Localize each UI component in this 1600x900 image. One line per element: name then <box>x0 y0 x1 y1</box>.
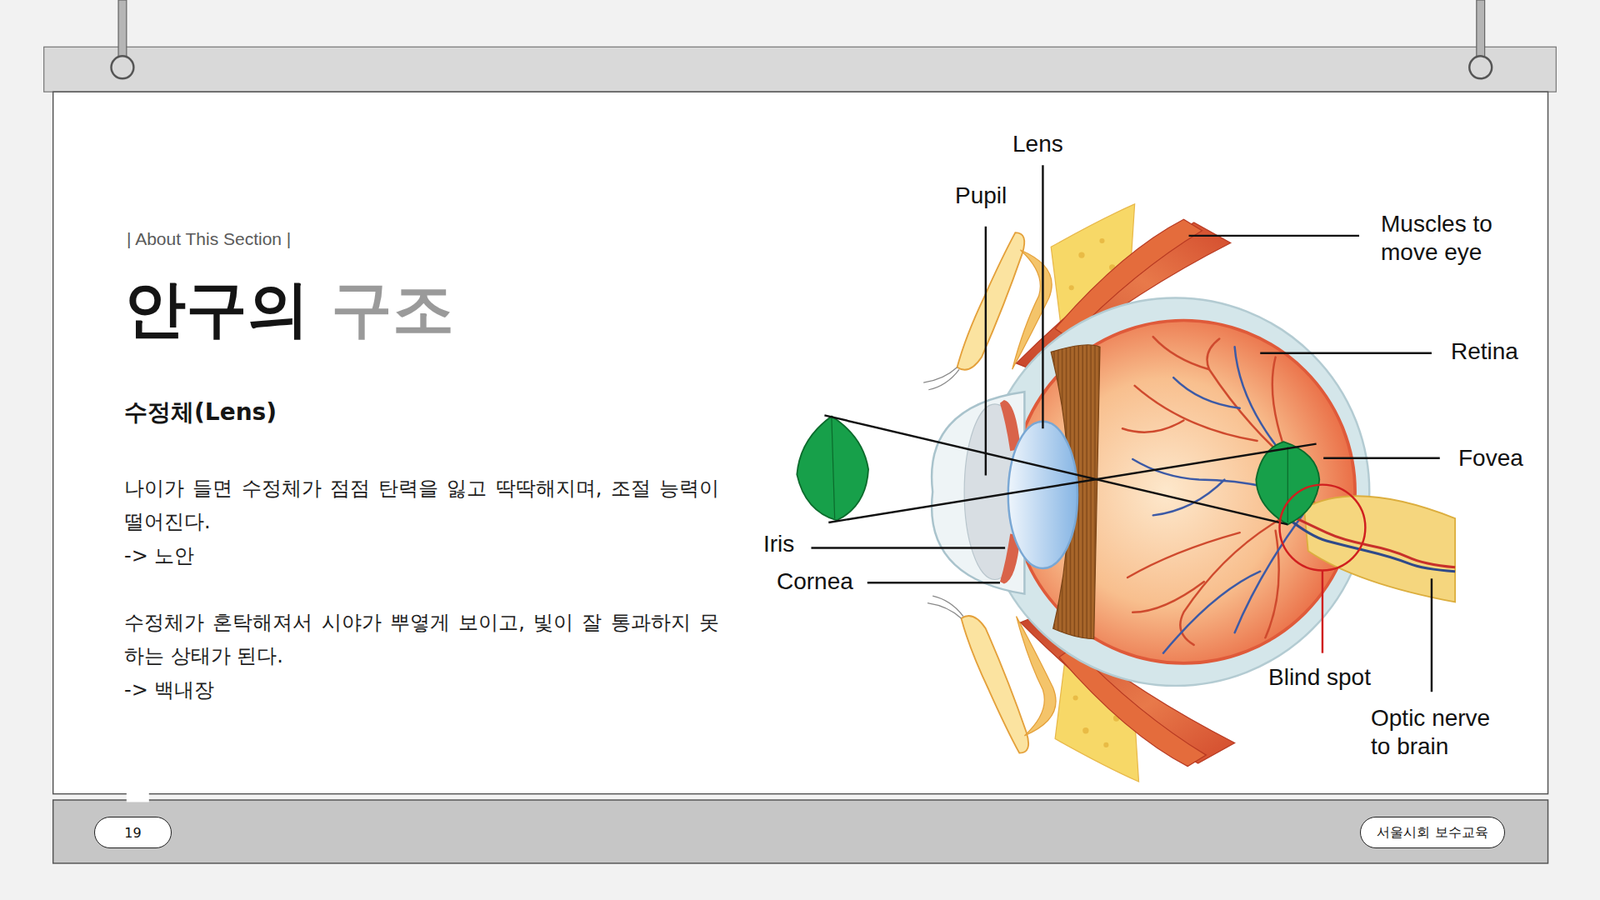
eyelid-muscle-group-part <box>957 232 1025 370</box>
eye-illustration-part <box>1255 441 1320 525</box>
eye-illustration-part-part <box>1173 377 1240 409</box>
subheading: 수정체(Lens) <box>124 398 277 427</box>
part-label: Retina <box>1450 337 1519 366</box>
leader-lines-part <box>1189 235 1360 237</box>
body-text: 나이가 들면 수정체가 점점 탄력을 잃고 딱딱해지며, 조절 능력이 떨어진다… <box>124 471 720 539</box>
part-label: Fovea <box>1458 444 1524 473</box>
eye-illustration-part-part <box>1235 510 1307 633</box>
leader-lines-part <box>1041 165 1044 429</box>
eye-illustration-part-part <box>1122 420 1184 432</box>
eyelid-muscle-group-part <box>1078 251 1085 258</box>
eye-illustration-part <box>831 418 835 519</box>
section-tag: | About This Section | <box>126 228 291 250</box>
eyelid-muscle-group-part <box>923 367 957 383</box>
slide-frame-part <box>44 46 1557 92</box>
leader-lines-part <box>985 226 987 476</box>
part-label: Optic nerve to brain <box>1370 704 1509 760</box>
eye-illustration <box>796 204 1455 782</box>
eye-illustration-part <box>1287 446 1289 523</box>
result-note: -> 백내장 <box>124 673 215 707</box>
leader-lines-part <box>1430 578 1433 692</box>
eyelid-muscle-group-part <box>928 369 960 390</box>
eye-illustration-part <box>824 415 1288 525</box>
part-label: Cornea <box>776 567 854 596</box>
eye-illustration-part-part <box>1132 581 1205 613</box>
eye-illustration-part-part <box>1127 532 1240 578</box>
result-note: -> 노안 <box>124 539 195 573</box>
eye-illustration-part <box>828 444 1316 523</box>
leader-lines-part <box>867 581 1000 584</box>
eye-illustration-part-part <box>1153 480 1225 516</box>
slide-frame-part <box>53 91 1549 794</box>
eye-illustration-part <box>981 298 1370 686</box>
eye-illustration-part <box>1008 421 1078 569</box>
leader-lines <box>810 165 1440 692</box>
eye-illustration-part-part <box>1265 530 1279 639</box>
title-wrap: 안구의 구조 <box>124 273 455 345</box>
eye-illustration-part <box>1287 514 1455 568</box>
part-label: Muscles to move eye <box>1380 210 1519 266</box>
eyelid-muscle-group-part <box>1099 238 1105 244</box>
slide-frame-part <box>53 800 1549 864</box>
page-number-pill: 19 <box>94 816 172 849</box>
part-label: Blind spot <box>1268 663 1371 692</box>
slide-frame-part <box>1469 55 1492 79</box>
leader-lines-part <box>1323 457 1440 460</box>
part-label: Iris <box>763 530 795 559</box>
part-label: Pupil <box>955 181 1007 210</box>
leader-lines-part <box>1321 570 1324 653</box>
eye-illustration-part <box>1280 485 1366 571</box>
eye-illustration-part-part <box>1153 336 1210 370</box>
eye-illustration-part-part <box>1163 571 1260 654</box>
slide-frame-part <box>1476 0 1485 64</box>
pill-text: 서울시회 보수교육 <box>1376 824 1488 842</box>
leader-lines-part <box>810 546 1005 549</box>
slide-title: 안구의 구조 <box>124 273 455 345</box>
slide-frame-part <box>110 55 134 79</box>
footer-pill: 서울시회 보수교육 <box>1360 816 1505 849</box>
eye-illustration-part <box>796 416 869 521</box>
leader-lines-part <box>1260 351 1432 354</box>
eyelid-muscle-group-part <box>1069 285 1075 290</box>
eye-illustration-part <box>1287 518 1455 572</box>
slide-frame-part <box>126 791 150 802</box>
part-label: Lens <box>1012 130 1064 159</box>
pill-text: 19 <box>124 825 141 841</box>
body-text: 수정체가 혼탁해져서 시야가 뿌옇게 보이고, 빛이 잘 통과하지 못하는 상태… <box>124 605 720 673</box>
slide-frame-part <box>118 0 127 64</box>
